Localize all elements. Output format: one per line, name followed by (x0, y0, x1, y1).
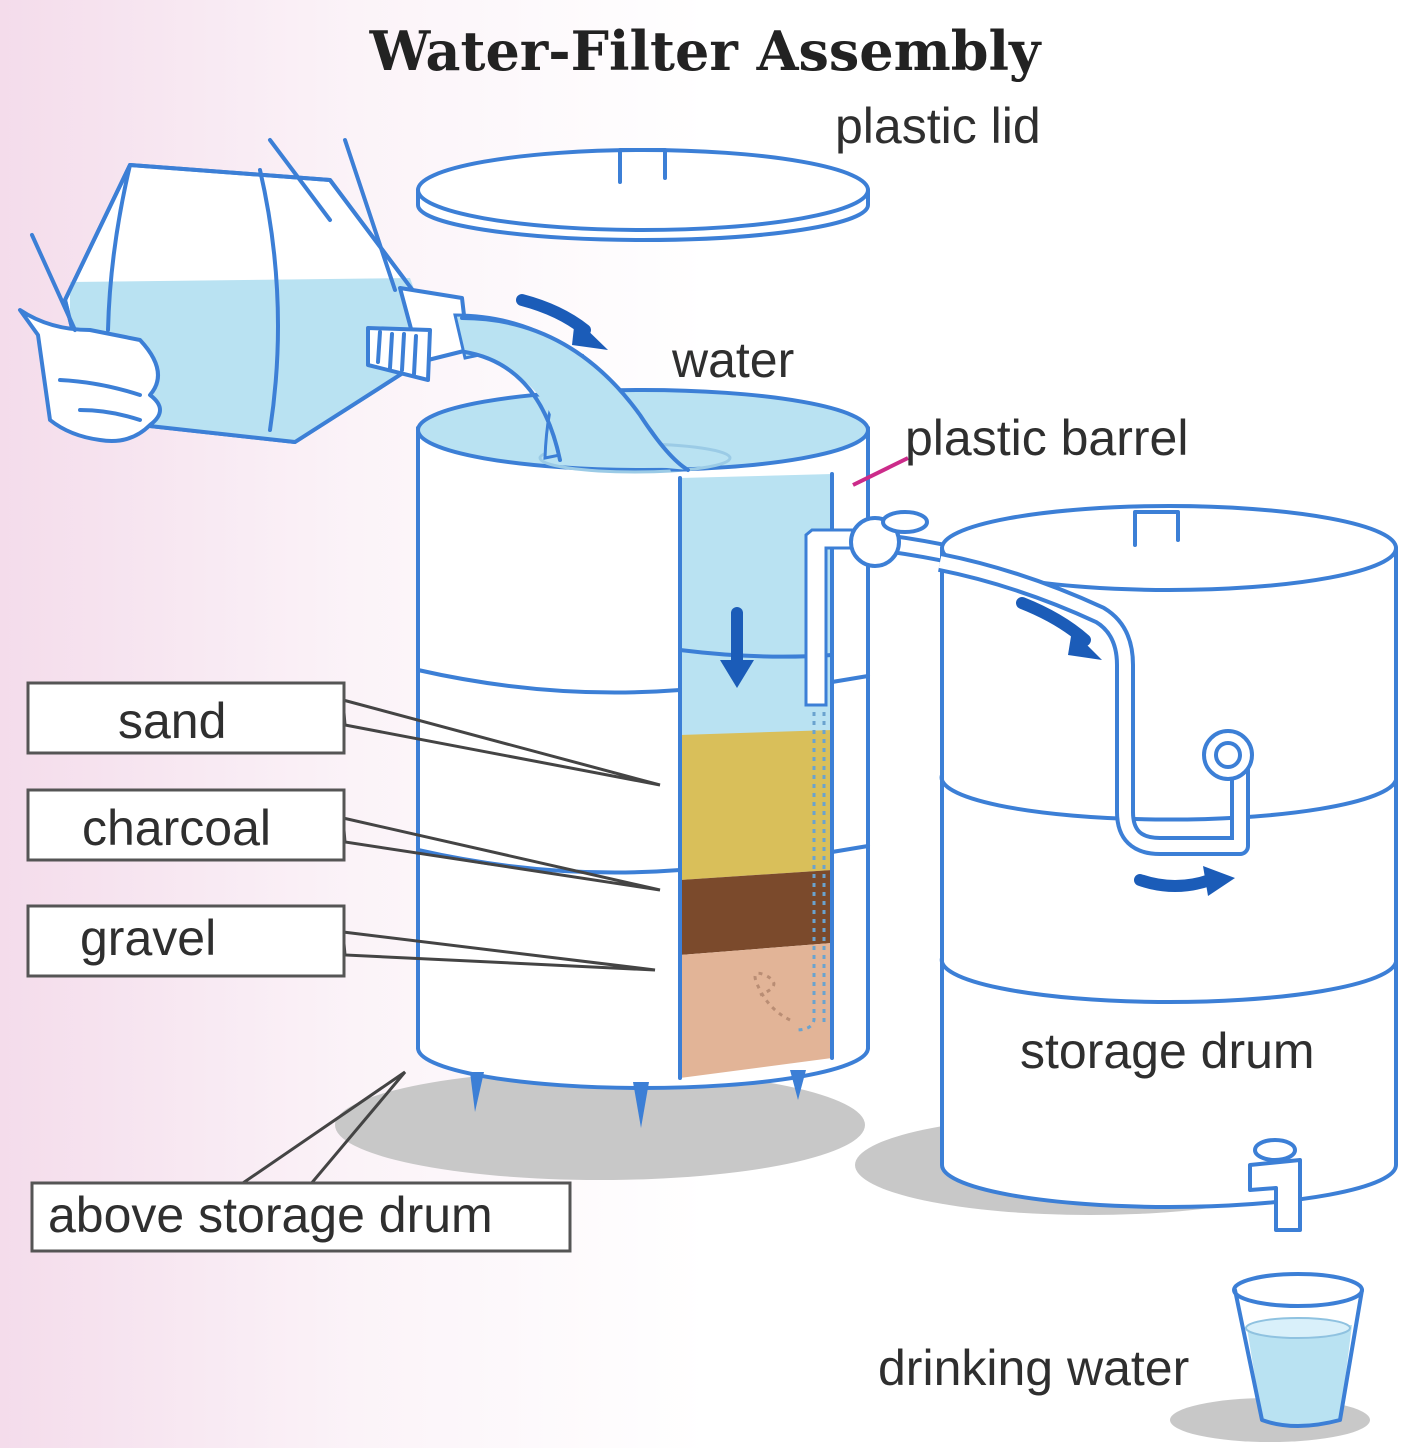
pipe-over-drum (938, 552, 1254, 856)
sand-layer (680, 730, 832, 880)
callout-charcoal: charcoal (26, 788, 661, 892)
callout-above-storage-drum: above storage drum (30, 1070, 572, 1253)
callout-sand: sand (26, 681, 661, 787)
tap (1248, 1138, 1302, 1232)
flow-arrow-down (720, 607, 754, 688)
flow-arrow-into-drum (1134, 866, 1235, 896)
flow-arrow-pour (516, 294, 608, 350)
label-plastic-lid: plastic lid (835, 98, 1041, 154)
label-drinking-water: drinking water (878, 1340, 1189, 1396)
label-plastic-barrel: plastic barrel (905, 410, 1188, 466)
label-storage-drum: storage drum (1020, 1023, 1315, 1079)
filter-barrel (416, 388, 870, 1128)
plastic-barrel-leader (852, 456, 909, 487)
callout-gravel: gravel (26, 904, 656, 978)
hand (18, 138, 397, 443)
drinking-glass (1232, 1272, 1364, 1428)
plastic-lid (416, 148, 870, 242)
label-charcoal: charcoal (82, 800, 271, 856)
water-jug (63, 163, 470, 444)
gravel-layer (680, 943, 832, 1078)
filter-barrel-shadow (335, 1070, 865, 1180)
flow-arrow-pipe (1016, 597, 1102, 660)
water-stream-fill (462, 318, 688, 470)
label-water: water (671, 332, 794, 388)
label-sand: sand (118, 693, 226, 749)
storage-drum (939, 504, 1398, 1209)
water-layer (680, 474, 832, 735)
label-above-storage-drum: above storage drum (48, 1187, 493, 1243)
label-gravel: gravel (80, 910, 216, 966)
diagram-title: Water-Filter Assembly (369, 19, 1042, 83)
charcoal-layer (680, 870, 832, 955)
